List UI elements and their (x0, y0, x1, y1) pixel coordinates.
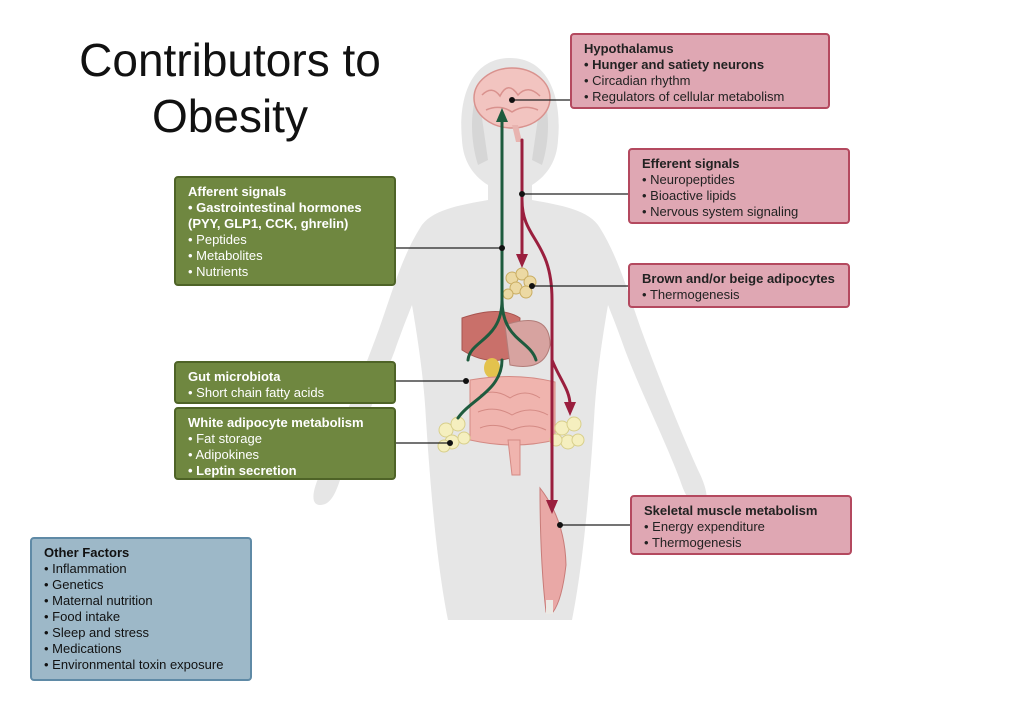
gut-item: Short chain fatty acids (188, 385, 384, 401)
efferent-item: Neuropeptides (642, 172, 838, 188)
other-factors-box: Other Factors Inflammation Genetics Mate… (30, 537, 252, 681)
skeletal-heading: Skeletal muscle metabolism (644, 503, 818, 518)
white-item: Fat storage (188, 431, 384, 447)
efferent-signals-box: Efferent signals Neuropeptides Bioactive… (628, 148, 850, 224)
title-line-1: Contributors to (79, 34, 381, 86)
brown-adipocyte-icon (502, 267, 537, 300)
title-line-2: Obesity (152, 90, 308, 142)
afferent-signal-path (456, 108, 538, 420)
efferent-signal-path (516, 138, 576, 514)
other-item: Genetics (44, 577, 240, 593)
brown-item: Thermogenesis (642, 287, 838, 303)
other-item: Maternal nutrition (44, 593, 240, 609)
afferent-item: Nutrients (188, 264, 384, 280)
efferent-item: Bioactive lipids (642, 188, 838, 204)
diagram-title: Contributors to Obesity (40, 32, 420, 144)
afferent-item: Peptides (188, 232, 384, 248)
white-item: Leptin secretion (188, 463, 384, 479)
other-item: Inflammation (44, 561, 240, 577)
brown-adipocytes-box: Brown and/or beige adipocytes Thermogene… (628, 263, 850, 308)
other-heading: Other Factors (44, 545, 130, 560)
efferent-item: Nervous system signaling (642, 204, 838, 220)
brown-heading: Brown and/or beige adipocytes (642, 271, 835, 286)
skeletal-muscle-box: Skeletal muscle metabolism Energy expend… (630, 495, 852, 555)
leader-dots (447, 97, 563, 528)
gut-microbiota-box: Gut microbiota Short chain fatty acids (174, 361, 396, 404)
afferent-signals-box: Afferent signals Gastrointestinal hormon… (174, 176, 396, 286)
hypothalamus-item: Regulators of cellular metabolism (584, 89, 818, 105)
efferent-heading: Efferent signals (642, 156, 740, 171)
other-item: Food intake (44, 609, 240, 625)
white-adipocyte-box: White adipocyte metabolism Fat storage A… (174, 407, 396, 480)
gut-heading: Gut microbiota (188, 369, 281, 384)
white-adipocyte-icon-right (549, 416, 585, 450)
skeletal-item: Energy expenditure (644, 519, 840, 535)
skeletal-item: Thermogenesis (644, 535, 840, 551)
afferent-item: Metabolites (188, 248, 384, 264)
other-item: Medications (44, 641, 240, 657)
afferent-item: Gastrointestinal hormones (PYY, GLP1, CC… (188, 200, 384, 232)
leader-lines (396, 99, 630, 526)
afferent-heading: Afferent signals (188, 184, 287, 199)
other-item: Environmental toxin exposure (44, 657, 240, 673)
white-item: Adipokines (188, 447, 384, 463)
white-heading: White adipocyte metabolism (188, 415, 364, 430)
intestine-icon (469, 375, 556, 476)
hypothalamus-heading: Hypothalamus (584, 41, 674, 56)
hypothalamus-item: Hunger and satiety neurons (584, 57, 818, 73)
hypothalamus-box: Hypothalamus Hunger and satiety neurons … (570, 33, 830, 109)
hypothalamus-item: Circadian rhythm (584, 73, 818, 89)
other-item: Sleep and stress (44, 625, 240, 641)
